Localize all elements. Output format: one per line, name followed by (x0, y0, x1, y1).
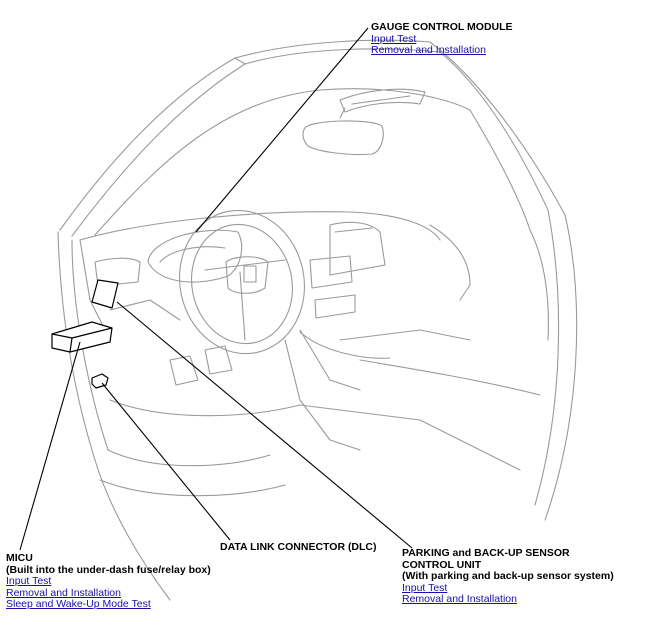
data-link-connector (91, 373, 109, 389)
gauge-leader-line (195, 27, 369, 233)
micu-fuse-box (51, 321, 113, 353)
micu-title: MICU (6, 552, 33, 564)
micu-removal-link[interactable]: Removal and Installation (6, 586, 121, 599)
dlc-callout: DATA LINK CONNECTOR (DLC) (220, 541, 377, 554)
micu-subtitle: (Built into the under-dash fuse/relay bo… (6, 563, 211, 576)
gauge-input-test-link[interactable]: Input Test (371, 32, 417, 45)
dlc-leader-line (101, 382, 231, 541)
micu-leader-line (19, 341, 81, 551)
parking-leader-line (116, 301, 413, 549)
gauge-callout: GAUGE CONTROL MODULE Input Test Removal … (371, 21, 513, 57)
parking-subtitle: (With parking and back-up sensor system) (402, 570, 614, 582)
gauge-removal-link[interactable]: Removal and Installation (371, 44, 486, 56)
parking-callout: PARKING and BACK-UP SENSOR CONTROL UNIT … (402, 547, 614, 606)
dlc-title: DATA LINK CONNECTOR (DLC) (220, 541, 377, 553)
parking-input-test-link[interactable]: Input Test (402, 581, 448, 594)
parking-removal-link[interactable]: Removal and Installation (402, 593, 517, 605)
micu-input-test-link[interactable]: Input Test (6, 575, 52, 587)
micu-sleep-wake-link[interactable]: Sleep and Wake-Up Mode Test (6, 598, 151, 610)
micu-callout: MICU (Built into the under-dash fuse/rel… (6, 552, 211, 611)
parking-title-line2: CONTROL UNIT (402, 558, 482, 571)
gauge-title: GAUGE CONTROL MODULE (371, 21, 513, 33)
parking-title: PARKING and BACK-UP SENSOR (402, 547, 570, 559)
parking-sensor-control-unit (91, 279, 119, 309)
leader-lines (19, 27, 413, 551)
interior-line-art (57, 39, 578, 601)
